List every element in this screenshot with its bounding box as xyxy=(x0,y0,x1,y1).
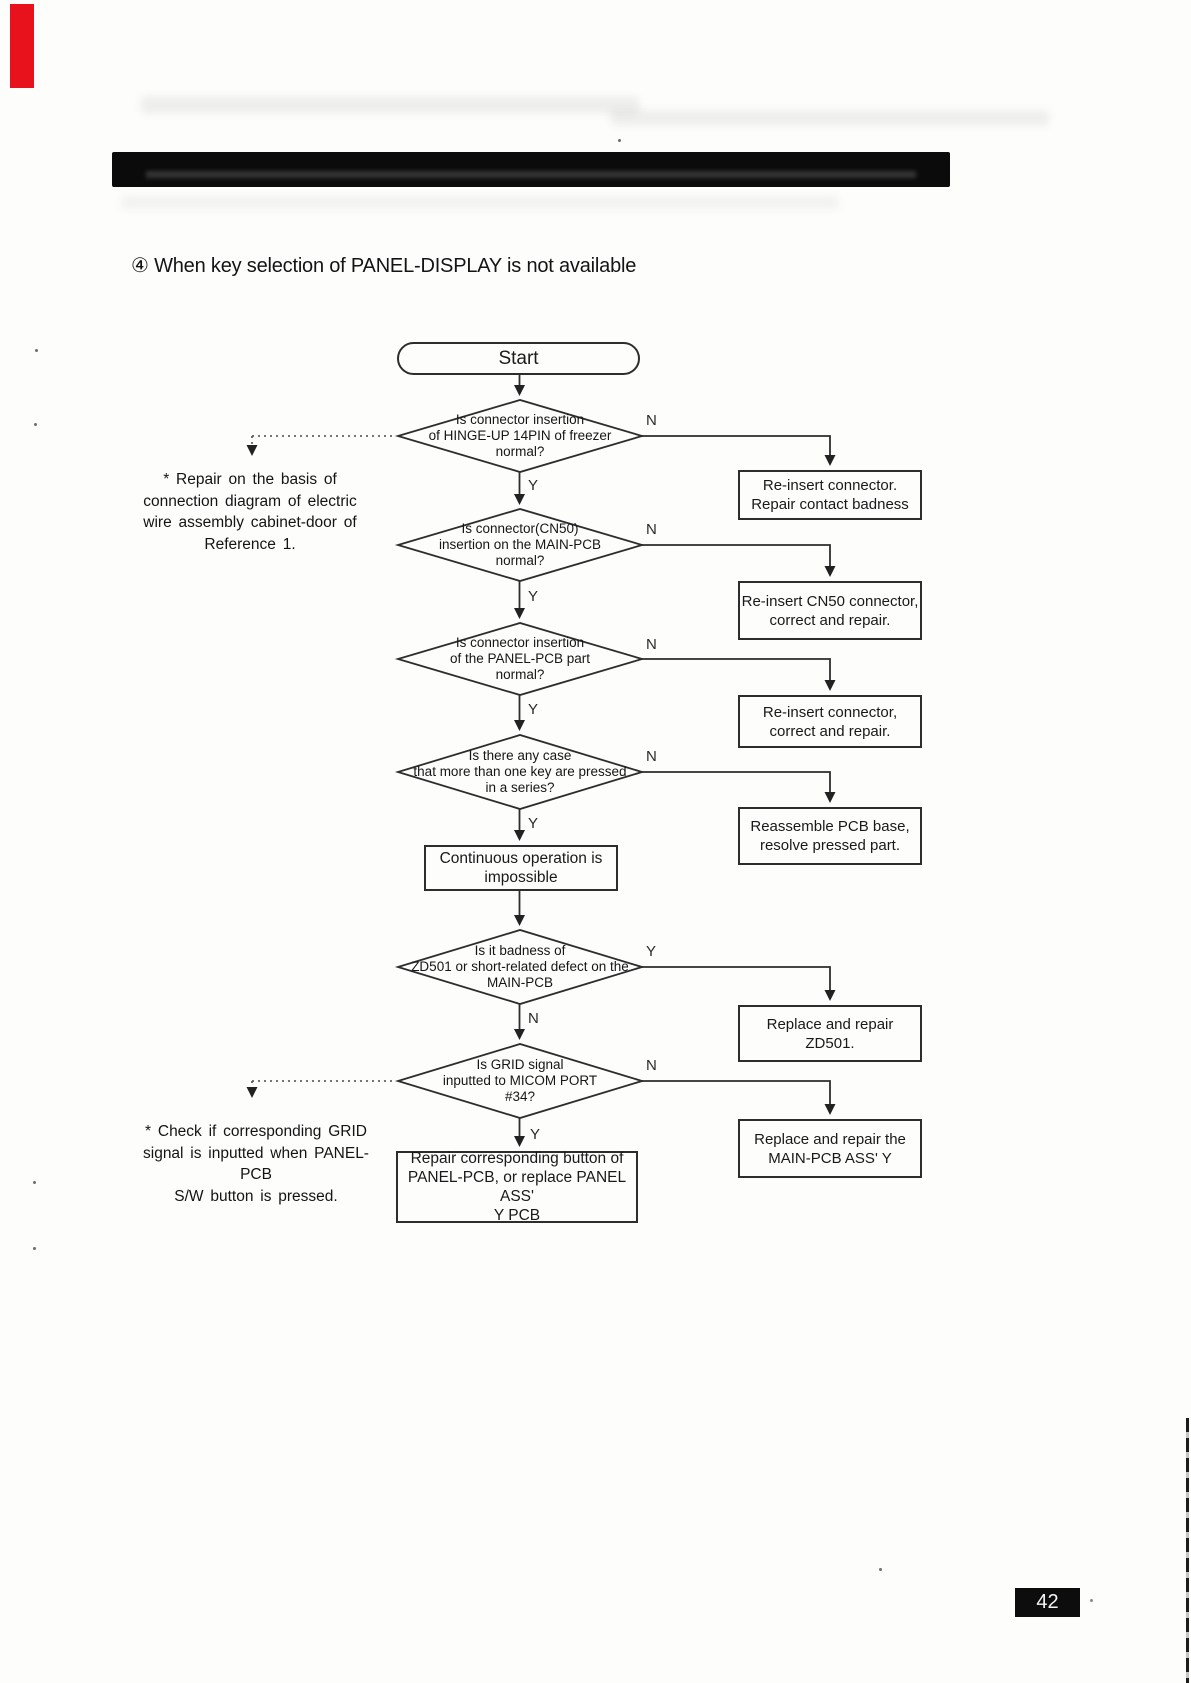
start-node: Start xyxy=(397,342,640,375)
decision-text-2: Is connector(CN50) insertion on the MAIN… xyxy=(438,521,602,568)
decision-diamond-3 xyxy=(394,622,646,696)
branch-d3-to-action3 xyxy=(642,658,836,691)
scan-smudge xyxy=(610,110,1050,126)
decision-diamond-6 xyxy=(394,1043,646,1119)
down-label-1: Y xyxy=(528,477,539,494)
page-edge-line xyxy=(1186,1418,1189,1683)
decision-diamond-4 xyxy=(394,734,646,810)
branch-d2-to-action2 xyxy=(642,544,836,577)
branch-d4-to-action4 xyxy=(642,771,836,803)
branch-label-5: Y xyxy=(646,943,657,960)
decision-text-6: Is GRID signal inputted to MICOM PORT #3… xyxy=(442,1057,598,1104)
scan-dot xyxy=(1090,1599,1093,1602)
decision-diamond-2 xyxy=(394,508,646,582)
down-label-6: Y xyxy=(530,1126,541,1143)
scan-dot xyxy=(33,1181,36,1184)
scan-smudge xyxy=(140,96,640,114)
scan-dot xyxy=(34,423,37,426)
branch-label-3: N xyxy=(646,636,657,653)
down-label-2: Y xyxy=(528,588,539,605)
action-box-2: Re-insert CN50 connector, correct and re… xyxy=(738,581,922,640)
redaction-bar-streak xyxy=(145,171,917,179)
scan-smudge xyxy=(120,196,840,209)
scan-dot xyxy=(618,139,621,142)
decision-text-4: Is there any case that more than one key… xyxy=(413,748,627,795)
branch-label-6: N xyxy=(646,1057,657,1074)
decision-text-5: Is it badness of ZD501 or short-related … xyxy=(411,943,629,990)
action-box-6: Replace and repair the MAIN-PCB ASS' Y xyxy=(738,1119,922,1178)
action-box-5: Replace and repair ZD501. xyxy=(738,1005,922,1062)
red-scan-mark xyxy=(10,4,34,88)
branch-d5-to-action5 xyxy=(642,966,836,1001)
down-label-5: N xyxy=(528,1010,539,1027)
process-box: Continuous operation is impossible xyxy=(424,845,618,891)
page-title: ④ When key selection of PANEL-DISPLAY is… xyxy=(131,255,637,277)
branch-d6-to-action6 xyxy=(642,1080,836,1115)
scan-dot xyxy=(35,349,38,352)
branch-d1-to-action1 xyxy=(642,435,836,466)
branch-label-1: N xyxy=(646,412,657,429)
note-1: * Repair on the basis of connection diag… xyxy=(143,471,357,553)
decision-diamond-5 xyxy=(394,929,646,1005)
decision-text-1: Is connector insertion of HINGE-UP 14PIN… xyxy=(428,412,612,459)
branch-label-4: N xyxy=(646,748,657,765)
action-box-4: Reassemble PCB base, resolve pressed par… xyxy=(738,807,922,865)
redaction-bar xyxy=(112,152,950,187)
down-label-3: Y xyxy=(528,701,539,718)
decision-diamond-1 xyxy=(394,399,646,473)
scan-dot xyxy=(879,1568,882,1571)
action-box-3: Re-insert connector, correct and repair. xyxy=(738,695,922,748)
scan-dot xyxy=(33,1247,36,1250)
page-number-badge: 42 xyxy=(1015,1588,1080,1617)
terminal-box: Repair corresponding button of PANEL-PCB… xyxy=(396,1150,638,1224)
note-2: * Check if corresponding GRID signal is … xyxy=(143,1123,369,1205)
decision-text-3: Is connector insertion of the PANEL-PCB … xyxy=(449,635,591,682)
action-box-1: Re-insert connector. Repair contact badn… xyxy=(738,470,922,520)
down-label-4: Y xyxy=(528,815,539,832)
branch-label-2: N xyxy=(646,521,657,538)
